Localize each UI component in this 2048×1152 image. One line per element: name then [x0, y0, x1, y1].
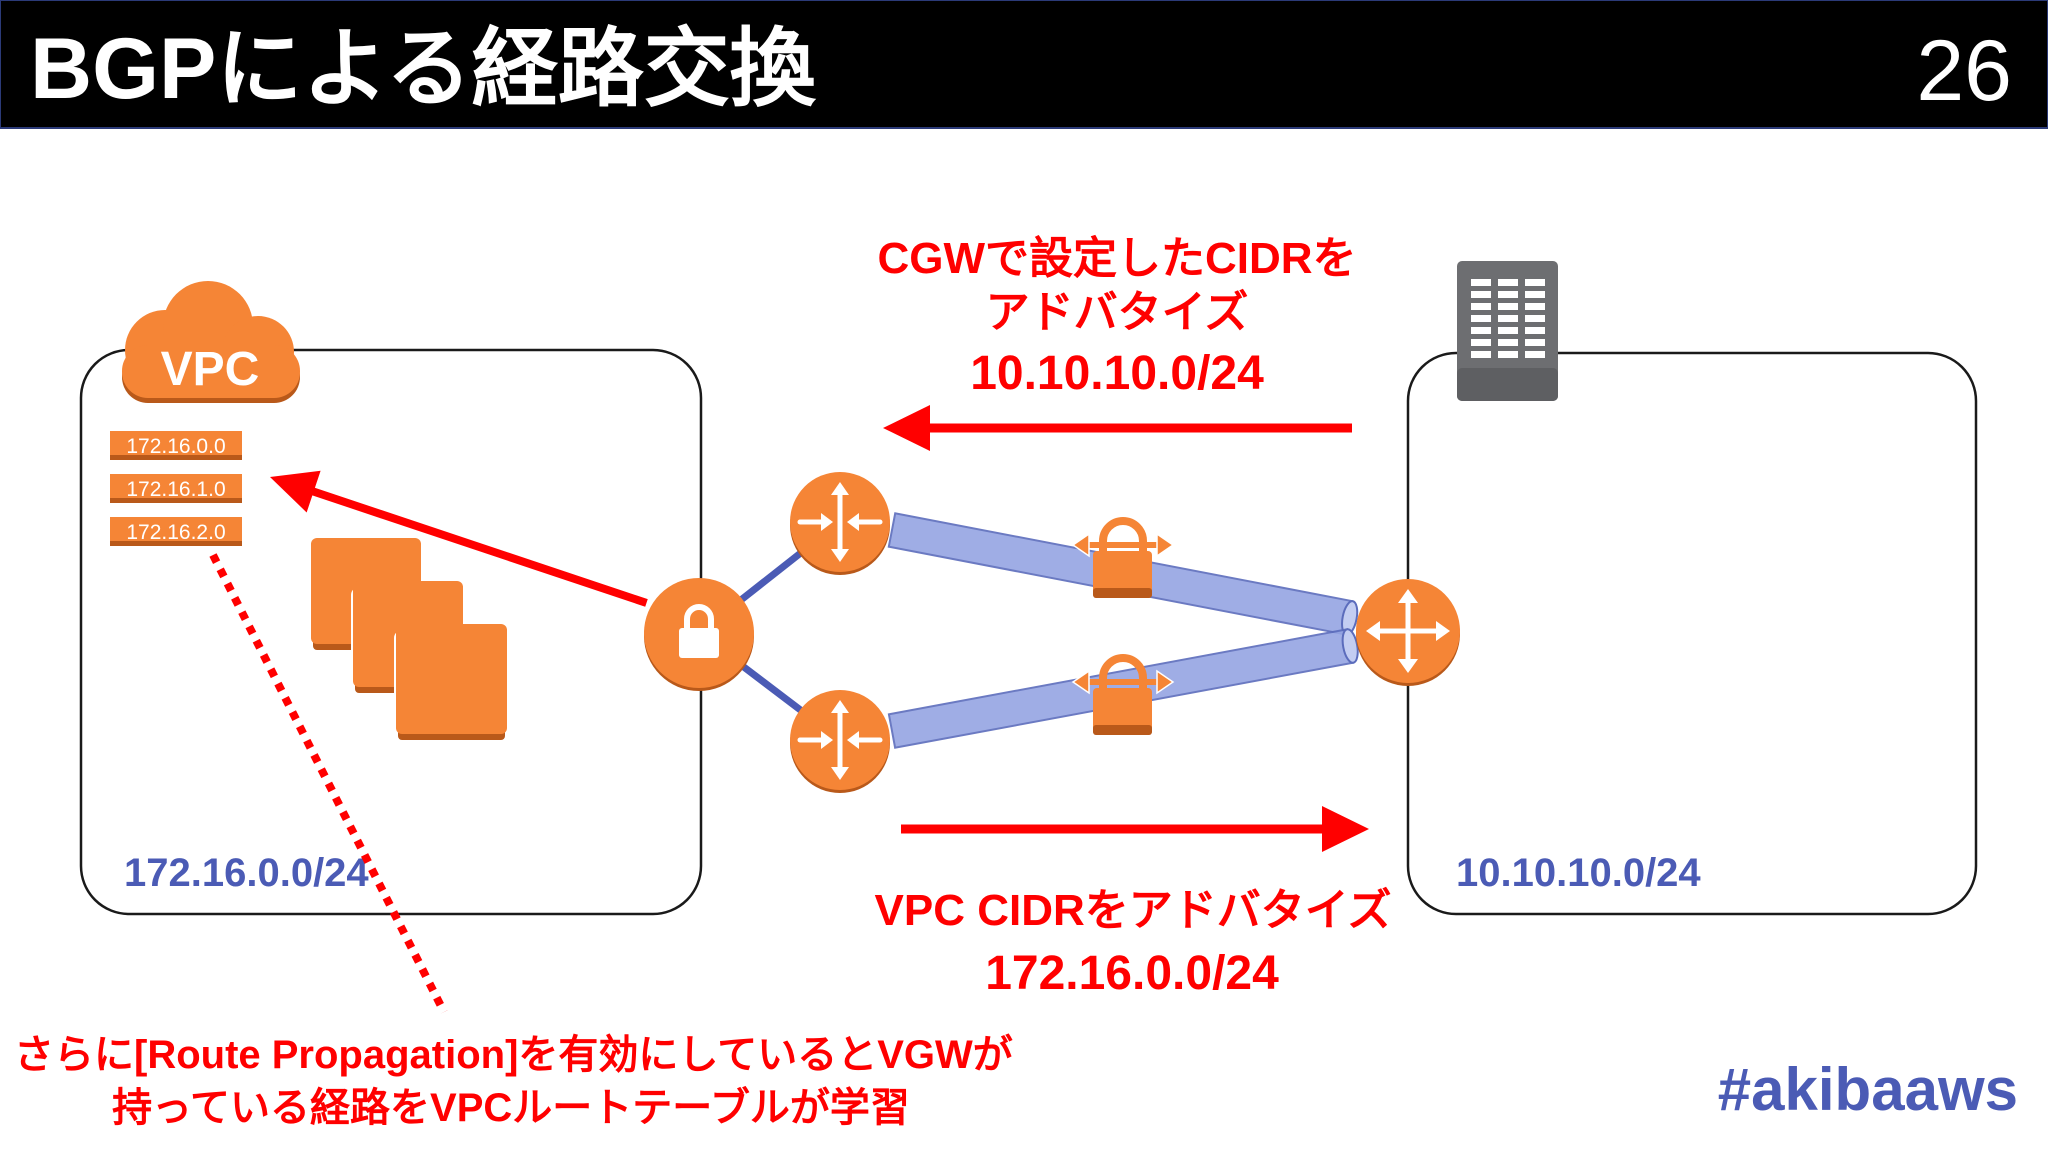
- subnet-bar-edge: [110, 541, 242, 546]
- building-window: [1498, 303, 1518, 310]
- building-icon: [1457, 261, 1558, 401]
- cloud-icon: VPC: [122, 281, 300, 403]
- building-window: [1525, 303, 1545, 310]
- vpc-icon-label: VPC: [161, 343, 260, 396]
- padlock-arrowhead-left: [1071, 532, 1090, 558]
- router-arrowhead-up: [831, 700, 849, 713]
- building-window: [1471, 291, 1491, 298]
- building-window: [1471, 315, 1491, 322]
- padlock-shackle: [1099, 517, 1147, 551]
- caption-line: アドバタイズ: [986, 288, 1249, 337]
- building-window: [1525, 339, 1545, 346]
- arrow-shaft: [306, 485, 648, 607]
- building-window: [1498, 351, 1518, 358]
- building-window: [1471, 279, 1491, 286]
- padlock-arrowhead-left: [1071, 669, 1090, 695]
- building-window: [1498, 279, 1518, 286]
- subnet-icon: 172.16.0.0: [110, 431, 242, 460]
- on-premises-cidr-label: 10.10.10.0/24: [1456, 851, 1701, 895]
- on-premises-boundary: [1406, 351, 1978, 916]
- slide-title: BGPによる経路交換: [30, 21, 817, 117]
- router-arrowhead-up: [831, 482, 849, 495]
- instance-stack-icon: [309, 538, 509, 744]
- building-window: [1471, 303, 1491, 310]
- page-number: 26: [1916, 23, 2012, 119]
- header-background: [0, 0, 2048, 129]
- subnet-label: 172.16.1.0: [126, 478, 225, 501]
- padlock-shackle: [1099, 654, 1147, 688]
- hashtag: #akibaaws: [1718, 1056, 2018, 1123]
- router-arrowhead-in-left: [821, 513, 833, 531]
- advertise-to-vpc-caption: CGWで設定したCIDRを アドバタイズ 10.10.10.0/24: [877, 234, 1356, 400]
- caption-cidr: 172.16.0.0/24: [985, 947, 1279, 1000]
- building-window: [1498, 315, 1518, 322]
- subnet-label: 172.16.2.0: [126, 521, 225, 544]
- instance-card-3: [396, 624, 507, 734]
- router-arrowhead-down: [831, 549, 849, 562]
- router-arrowhead-in-left: [821, 731, 833, 749]
- subnet-icon: 172.16.2.0: [110, 517, 242, 546]
- caption-line: CGWで設定したCIDRを: [877, 234, 1356, 283]
- building-window: [1525, 279, 1545, 286]
- subnet-label: 172.16.0.0: [126, 435, 225, 458]
- router-arrowhead-in-right: [847, 731, 859, 749]
- router-icon: [790, 690, 890, 793]
- building-window: [1498, 339, 1518, 346]
- vgw-lock-body: [679, 628, 719, 658]
- subnet-bar-edge: [110, 455, 242, 460]
- padlock-body-edge: [1093, 725, 1152, 735]
- tunnel-end: [1341, 628, 1359, 664]
- building-window: [1525, 291, 1545, 298]
- building-base: [1457, 368, 1558, 401]
- padlock-body-edge: [1093, 588, 1152, 598]
- arrow-icon-vgw-to-subnets: [270, 470, 648, 607]
- route-propagation-note: さらに[Route Propagation]を有効にしているとVGWが 持ってい…: [14, 1033, 1013, 1130]
- caption-line: VPC CIDRをアドバタイズ: [875, 886, 1392, 935]
- header-bar: BGPによる経路交換 26: [0, 0, 2048, 129]
- padlock-icon: [1071, 517, 1175, 598]
- building-window: [1525, 327, 1545, 334]
- note-line: さらに[Route Propagation]を有効にしているとVGWが: [14, 1033, 1013, 1077]
- cloud-base: [122, 345, 300, 398]
- advertise-to-onprem-caption: VPC CIDRをアドバタイズ 172.16.0.0/24: [875, 886, 1392, 1000]
- building-window: [1471, 327, 1491, 334]
- subnet-icon-list: 172.16.0.0 172.16.1.0 172.16.2.0: [110, 431, 242, 546]
- note-line: 持っている経路をVPCルートテーブルが学習: [112, 1085, 910, 1130]
- padlock-icon: [1071, 654, 1175, 735]
- building-window: [1525, 315, 1545, 322]
- customer-gateway-icon: [1356, 579, 1460, 686]
- building-window: [1471, 351, 1491, 358]
- router-icon: [790, 472, 890, 575]
- arrow-head: [1322, 806, 1369, 852]
- cgw-arrowhead-up: [1398, 589, 1418, 603]
- padlock-body: [1093, 551, 1152, 598]
- padlock-arrowhead-right: [1156, 532, 1175, 558]
- vgw-lock-shackle: [684, 604, 714, 629]
- building-windows: [1471, 279, 1545, 358]
- building-window: [1471, 339, 1491, 346]
- arrow-head: [883, 405, 930, 451]
- building-window: [1498, 327, 1518, 334]
- vgw-lock-icon: [644, 578, 754, 691]
- router-arrowhead-in-right: [847, 513, 859, 531]
- cgw-arrowhead-right: [1436, 621, 1450, 641]
- arrow-head: [270, 470, 321, 513]
- building-window: [1498, 291, 1518, 298]
- arrow-icon-advertise-to-vpc: [883, 405, 1352, 451]
- padlock-body: [1093, 688, 1152, 735]
- building-window: [1525, 351, 1545, 358]
- cgw-arrowhead-left: [1366, 621, 1380, 641]
- vpc-cidr-label: 172.16.0.0/24: [124, 851, 369, 895]
- cgw-arrowhead-down: [1398, 659, 1418, 673]
- padlock-arrowhead-right: [1156, 669, 1175, 695]
- caption-cidr: 10.10.10.0/24: [970, 347, 1264, 400]
- router-arrowhead-down: [831, 767, 849, 780]
- subnet-icon: 172.16.1.0: [110, 474, 242, 503]
- route-propagation-dotted-line: [209, 553, 448, 1014]
- arrow-icon-advertise-to-onprem: [901, 806, 1369, 852]
- subnet-bar-edge: [110, 498, 242, 503]
